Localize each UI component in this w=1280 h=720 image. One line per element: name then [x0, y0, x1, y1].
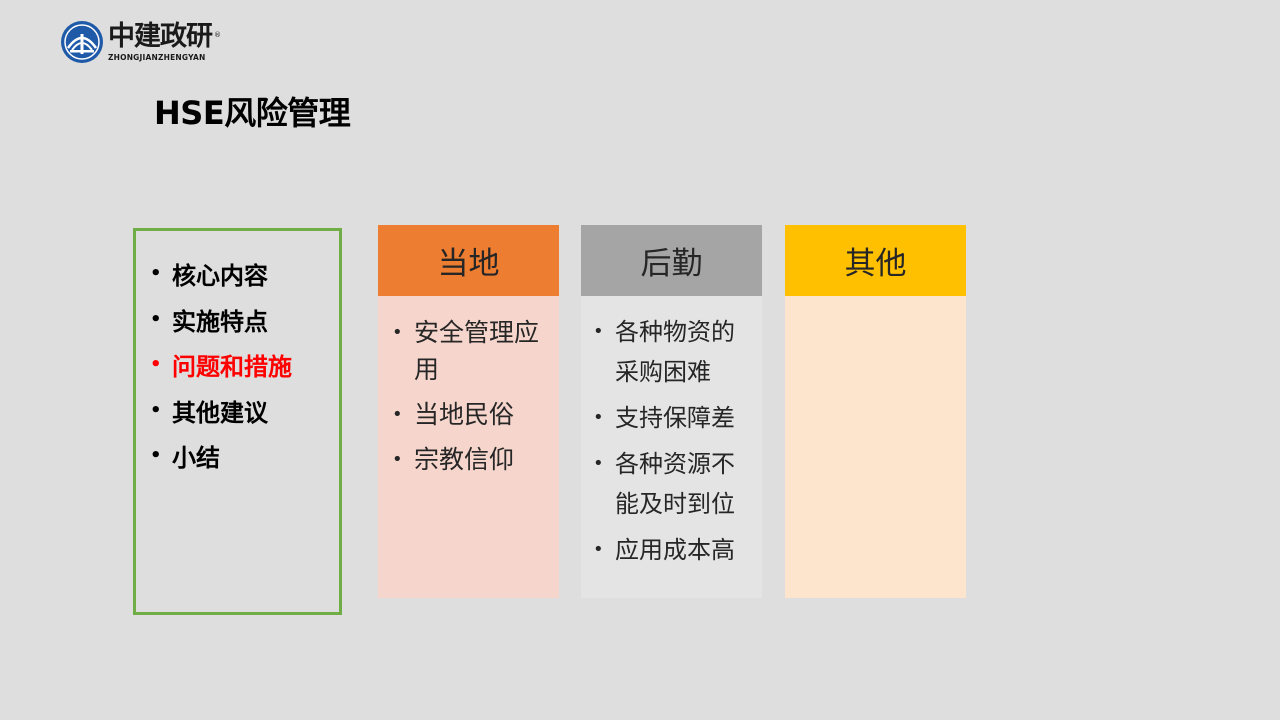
- bullet-icon: •: [392, 404, 403, 425]
- list-item-text: 当地民俗: [414, 400, 515, 429]
- column-body: [785, 296, 966, 598]
- list-item: • 应用成本高: [593, 530, 752, 570]
- toc-item-label: 其他建议: [172, 398, 268, 427]
- toc-item-features[interactable]: • 实施特点: [150, 297, 339, 343]
- bullet-icon: •: [392, 449, 403, 470]
- logo-name-en: ZHONGJIANZHENGYAN: [108, 53, 206, 62]
- column-body: • 各种物资的采购困难 • 支持保障差 • 各种资源不能及时到位 • 应用成本高: [581, 296, 762, 598]
- bullet-icon: •: [150, 308, 162, 330]
- logo-wordmark: 中建政研® ZHONGJIANZHENGYAN: [108, 21, 221, 63]
- toc-item-label: 小结: [172, 444, 220, 473]
- logo-name-cn: 中建政研®: [108, 21, 221, 52]
- list-item: • 当地民俗: [392, 396, 549, 433]
- bullet-icon: •: [593, 453, 604, 474]
- column-list: • 各种物资的采购困难 • 支持保障差 • 各种资源不能及时到位 • 应用成本高: [581, 296, 762, 570]
- registered-mark: ®: [214, 31, 221, 39]
- list-item: • 安全管理应用: [392, 314, 549, 388]
- list-item: • 宗教信仰: [392, 441, 549, 478]
- column-other: 其他: [785, 225, 966, 598]
- list-item-text: 应用成本高: [615, 536, 735, 564]
- column-body: • 安全管理应用 • 当地民俗 • 宗教信仰: [378, 296, 559, 598]
- list-item-text: 各种资源不能及时到位: [615, 450, 735, 518]
- logo-name-cn-text: 中建政研: [108, 21, 213, 52]
- bullet-icon: •: [150, 354, 162, 376]
- list-item-text: 宗教信仰: [414, 445, 515, 474]
- company-logo: 中建政研® ZHONGJIANZHENGYAN: [60, 20, 221, 64]
- bullet-icon: •: [593, 407, 604, 428]
- column-logistics: 后勤 • 各种物资的采购困难 • 支持保障差 • 各种资源不能及时到位 • 应用成本高: [581, 225, 762, 598]
- page-title: HSE风险管理: [154, 94, 351, 132]
- toc-item-core[interactable]: • 核心内容: [150, 251, 339, 297]
- list-item: • 各种资源不能及时到位: [593, 444, 752, 524]
- toc-item-issues[interactable]: • 问题和措施: [150, 342, 339, 388]
- list-item: • 支持保障差: [593, 398, 752, 438]
- toc-list: • 核心内容 • 实施特点 • 问题和措施 • 其他建议 • 小结: [136, 231, 339, 479]
- bullet-icon: •: [593, 539, 604, 560]
- toc-item-label: 问题和措施: [172, 353, 292, 382]
- toc-item-summary[interactable]: • 小结: [150, 433, 339, 479]
- bullet-icon: •: [150, 263, 162, 285]
- column-list: • 安全管理应用 • 当地民俗 • 宗教信仰: [378, 296, 559, 478]
- column-local: 当地 • 安全管理应用 • 当地民俗 • 宗教信仰: [378, 225, 559, 598]
- toc-item-label: 核心内容: [172, 262, 268, 291]
- column-header: 后勤: [581, 225, 762, 296]
- toc-item-suggestions[interactable]: • 其他建议: [150, 388, 339, 434]
- column-header: 当地: [378, 225, 559, 296]
- toc-item-label: 实施特点: [172, 307, 268, 336]
- column-header: 其他: [785, 225, 966, 296]
- bullet-icon: •: [150, 445, 162, 467]
- bullet-icon: •: [150, 399, 162, 421]
- bullet-icon: •: [593, 321, 604, 342]
- list-item-text: 支持保障差: [615, 404, 735, 432]
- list-item: • 各种物资的采购困难: [593, 312, 752, 392]
- toc-box: • 核心内容 • 实施特点 • 问题和措施 • 其他建议 • 小结: [133, 228, 342, 615]
- company-emblem-icon: [61, 21, 103, 63]
- bullet-icon: •: [392, 322, 403, 343]
- list-item-text: 安全管理应用: [414, 318, 540, 384]
- list-item-text: 各种物资的采购困难: [615, 318, 735, 386]
